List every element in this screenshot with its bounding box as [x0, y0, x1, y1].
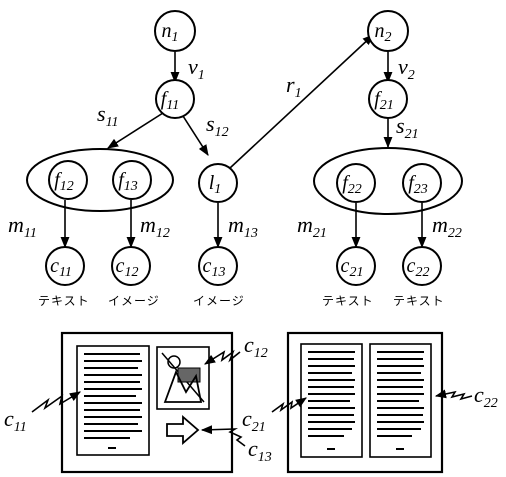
- pointer-c21: [271, 397, 307, 413]
- node-f23: f23: [402, 163, 442, 203]
- svg-text:f21: f21: [374, 88, 394, 113]
- node-c13: c13: [198, 246, 238, 286]
- svg-text:f13: f13: [118, 169, 138, 194]
- edge-label-m22: m22: [432, 212, 462, 241]
- edge-label-v2: v2: [398, 54, 415, 83]
- node-c21: c21: [336, 246, 376, 286]
- media-label-c22: テキスト: [393, 294, 445, 308]
- svg-text:c22: c22: [407, 255, 430, 280]
- callout-c21: c21: [242, 406, 266, 435]
- media-label-c12: イメージ: [108, 294, 160, 308]
- group-f22-f23: [313, 147, 463, 215]
- svg-text:c21: c21: [341, 255, 364, 280]
- edge-l1-n2: [229, 34, 374, 169]
- media-label-c21: テキスト: [322, 294, 374, 308]
- svg-text:n1: n1: [162, 20, 179, 45]
- text-block-c11: [76, 345, 150, 456]
- svg-text:c13: c13: [203, 255, 226, 280]
- pointer-c13: [200, 425, 246, 447]
- edge-label-s21: s21: [396, 113, 419, 142]
- node-l1: l1: [198, 163, 238, 203]
- edge-label-m11: m11: [8, 212, 37, 241]
- callout-c11: c11: [4, 406, 27, 435]
- svg-text:c12: c12: [116, 255, 139, 280]
- text-block-c21: [300, 343, 363, 458]
- callout-c13: c13: [248, 436, 272, 465]
- edge-label-m21: m21: [297, 212, 327, 241]
- edge-label-m13: m13: [228, 212, 258, 241]
- edge-label-s12: s12: [206, 111, 229, 140]
- edge-label-m12: m12: [140, 212, 170, 241]
- svg-text:f11: f11: [161, 88, 180, 113]
- edge-f11-group1: [107, 112, 164, 149]
- image-block-c12: [156, 346, 210, 410]
- arrow-link-c13: [166, 415, 200, 445]
- node-n1: n1: [154, 10, 196, 52]
- node-c11: c11: [45, 246, 85, 286]
- node-f21: f21: [368, 79, 408, 119]
- edge-label-s11: s11: [97, 101, 119, 130]
- edge-label-r1: r1: [286, 72, 302, 101]
- node-c22: c22: [402, 246, 442, 286]
- media-label-c13: イメージ: [193, 294, 245, 308]
- svg-text:f23: f23: [408, 172, 428, 197]
- callout-c12: c12: [244, 332, 268, 361]
- svg-text:f12: f12: [54, 169, 74, 194]
- edge-label-v1: v1: [188, 54, 205, 83]
- svg-text:l1: l1: [209, 172, 222, 197]
- callout-c22: c22: [474, 382, 498, 411]
- svg-text:c11: c11: [50, 255, 72, 280]
- media-label-c11: テキスト: [38, 294, 90, 308]
- pointer-c22: [434, 389, 473, 401]
- text-block-c22: [369, 343, 432, 458]
- edge-f11-l1: [182, 115, 209, 156]
- svg-text:f22: f22: [342, 172, 362, 197]
- svg-text:n2: n2: [375, 20, 392, 45]
- node-f12: f12: [48, 160, 88, 200]
- group-f12-f13: [26, 148, 174, 212]
- node-f22: f22: [336, 163, 376, 203]
- node-n2: n2: [367, 10, 409, 52]
- pointer-c12: [204, 349, 241, 365]
- node-f11: f11: [155, 79, 195, 119]
- node-f13: f13: [112, 160, 152, 200]
- node-c12: c12: [111, 246, 151, 286]
- pointer-c11: [31, 391, 81, 413]
